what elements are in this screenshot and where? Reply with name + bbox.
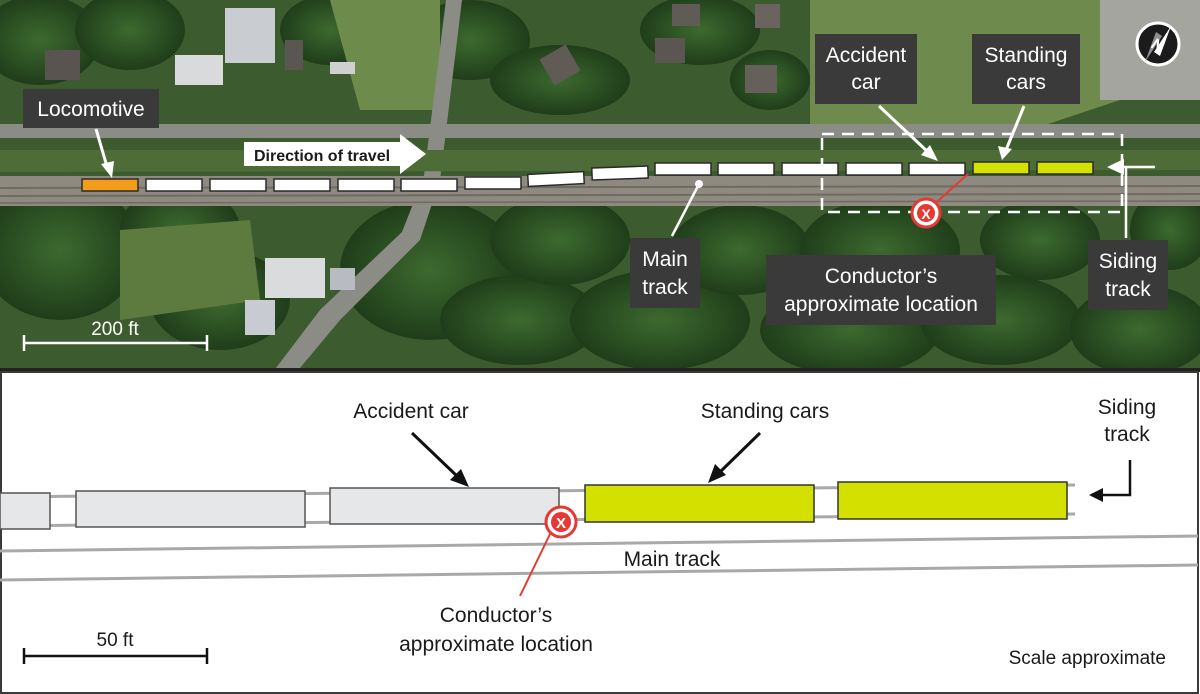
- siding-track-label-line1: Siding: [1099, 250, 1157, 273]
- aerial-panel: Locomotive Direction of travel Accident …: [0, 0, 1200, 375]
- conductor-label-line2: approximate location: [784, 293, 978, 316]
- arrow-head: [998, 146, 1012, 160]
- detail-conductor-label-line2: approximate location: [399, 633, 593, 656]
- arrow-head: [101, 161, 114, 178]
- standing-car: [837, 481, 1068, 520]
- arrow-head: [921, 145, 938, 161]
- detail-siding-track-callout: Siding track: [1089, 396, 1156, 502]
- railcar: [781, 162, 839, 176]
- conductor-marker-fill: [917, 204, 935, 222]
- detail-siding-track-label-line1: Siding: [1098, 396, 1156, 419]
- accident-car-label-box: [815, 34, 917, 104]
- detail-conductor-label-line1: Conductor’s: [440, 604, 552, 627]
- road: [0, 124, 1200, 138]
- main-track-label-line1: Main: [642, 248, 688, 271]
- direction-arrow: [244, 134, 426, 174]
- field: [120, 220, 260, 320]
- accident-car: [908, 162, 966, 176]
- main-track-label-line2: track: [642, 276, 688, 299]
- railcar: [337, 178, 395, 192]
- siding-track-callout: Siding track: [1088, 159, 1168, 310]
- train: [81, 161, 1094, 192]
- detail-area-outline: [820, 132, 1124, 214]
- pointer-line: [1004, 105, 1026, 151]
- field: [330, 0, 440, 110]
- accident-car: [329, 487, 560, 525]
- aerial-scale-label: 200 ft: [91, 319, 139, 340]
- detail-conductor-marker-fill: [551, 512, 571, 532]
- scale-note: Scale approximate: [1009, 648, 1166, 669]
- main-rail: [0, 563, 1199, 582]
- railcar: [464, 176, 522, 190]
- north-arrow-icon: N: [1135, 21, 1181, 67]
- detail-accident-car-label: Accident car: [353, 400, 469, 423]
- conductor-label-line1: Conductor’s: [825, 265, 937, 288]
- standing-car: [972, 161, 1030, 175]
- railcar: [209, 178, 267, 192]
- direction-label: Direction of travel: [254, 148, 390, 165]
- standing-cars-label-line2: cars: [1006, 71, 1046, 94]
- main-track-callout: Main track: [630, 180, 703, 308]
- detail-main-track-label: Main track: [624, 548, 721, 571]
- panel-divider: [0, 368, 1200, 372]
- accident-car-label-line1: Accident: [826, 44, 907, 67]
- pointer-line: [877, 104, 930, 154]
- arrow-head: [708, 464, 726, 483]
- railcar: [591, 165, 649, 181]
- detail-panel-frame: [0, 371, 1199, 694]
- standing-cars-label-line1: Standing: [985, 44, 1068, 67]
- locomotive-label: Locomotive: [37, 98, 144, 121]
- standing-cars-callout: Standing cars: [972, 34, 1080, 160]
- railcar: [273, 178, 331, 192]
- direction-callout: Direction of travel: [244, 134, 426, 174]
- railcar: [0, 492, 51, 530]
- buildings: [45, 4, 780, 335]
- detail-siding-track-label-line2: track: [1104, 423, 1150, 446]
- detail-conductor-callout: X Conductor’s approximate location: [399, 505, 593, 656]
- railcar: [400, 178, 458, 192]
- standing-cars-label-box: [972, 34, 1080, 104]
- track-rail: [0, 193, 1200, 197]
- pointer-line: [1100, 460, 1132, 497]
- aerial-scale-bar: 200 ft: [22, 319, 209, 351]
- arrow-head: [1107, 159, 1124, 175]
- railcar: [717, 162, 775, 176]
- main-rail: [0, 534, 1199, 553]
- locomotive-label-box: [23, 89, 159, 128]
- railcar: [526, 170, 586, 188]
- detail-panel: Accident car Standing cars Siding track …: [0, 371, 1199, 694]
- detail-scale-bar: 50 ft: [22, 630, 209, 664]
- accident-car-label-line2: car: [851, 71, 880, 94]
- marker-line: [519, 531, 552, 597]
- standing-car: [584, 484, 815, 523]
- pointer-line: [718, 431, 762, 474]
- detail-scale-label: 50 ft: [97, 630, 135, 651]
- detail-standing-cars-label: Standing cars: [701, 400, 829, 423]
- arrow-head: [450, 469, 469, 487]
- railcar: [145, 178, 203, 192]
- accident-car-callout: Accident car: [815, 34, 938, 161]
- track-rail: [0, 200, 1200, 204]
- detail-standing-cars-callout: Standing cars: [701, 400, 829, 483]
- siding-track-label-line2: track: [1105, 278, 1151, 301]
- railcar: [75, 490, 306, 528]
- railcar: [654, 162, 712, 176]
- detail-accident-car-callout: Accident car: [353, 400, 469, 487]
- conductor-callout: X Conductor’s approximate location: [766, 173, 996, 325]
- arrow-head: [1089, 488, 1103, 502]
- locomotive: [81, 178, 139, 192]
- locomotive-callout: Locomotive: [23, 89, 159, 178]
- siding-track-label-box: [1088, 240, 1168, 310]
- main-track-label-box: [630, 238, 700, 308]
- pointer-line: [410, 431, 460, 479]
- standing-car: [1036, 161, 1094, 175]
- detail-conductor-marker-symbol: X: [556, 515, 566, 532]
- conductor-marker-symbol: X: [921, 206, 931, 222]
- railcar: [845, 162, 903, 176]
- pointer-line: [670, 183, 701, 237]
- conductor-label-box: [766, 255, 996, 325]
